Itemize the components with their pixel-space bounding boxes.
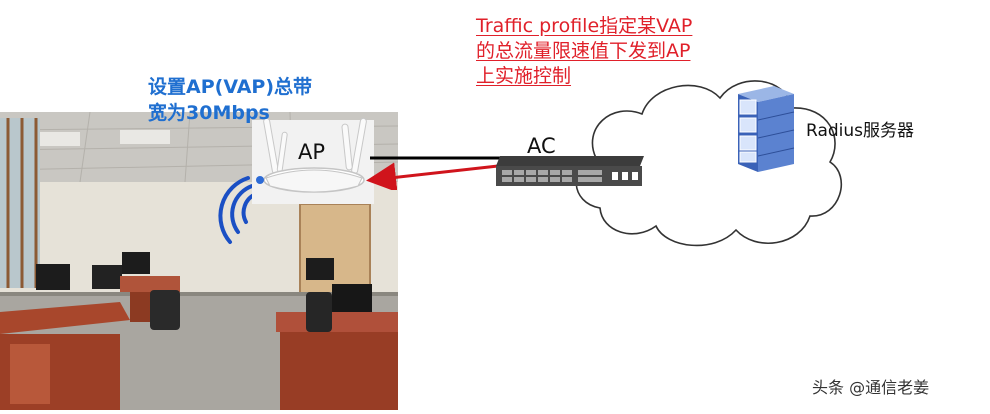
ap-bandwidth-line-1: 设置AP(VAP)总带 — [148, 76, 313, 98]
server-icon — [738, 86, 795, 172]
traffic-profile-line-2: 的总流量限速值下发到AP — [476, 40, 691, 62]
ac-label: AC — [527, 134, 556, 158]
traffic-profile-line-3: 上实施控制 — [476, 65, 572, 87]
arrow-icon — [366, 162, 499, 190]
ap-ac-link — [370, 156, 505, 160]
traffic-profile-line-1: Traffic profile指定某VAP — [476, 15, 693, 37]
office-photo — [0, 111, 399, 410]
ap-bandwidth-line-2: 宽为30Mbps — [148, 102, 270, 124]
traffic-profile-label: Traffic profile指定某VAP 的总流量限速值下发到AP 上实施控制 — [476, 14, 692, 89]
watermark: 头条 @通信老姜 — [812, 378, 930, 397]
ap-bandwidth-label: 设置AP(VAP)总带 宽为30Mbps — [148, 74, 312, 126]
switch-ac-icon — [496, 156, 644, 186]
radius-server-label: Radius服务器 — [806, 121, 915, 141]
ap-label: AP — [298, 140, 326, 164]
wireless-ap-icon — [256, 117, 367, 193]
